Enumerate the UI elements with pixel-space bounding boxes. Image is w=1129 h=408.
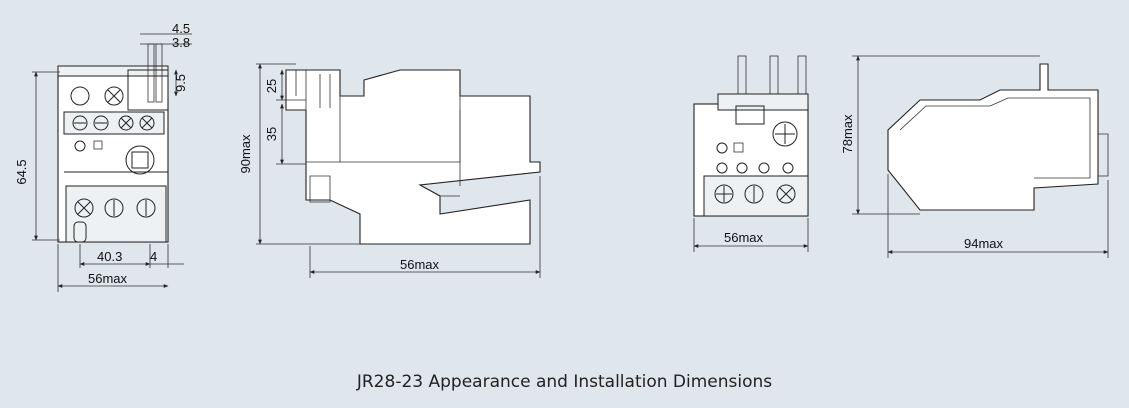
front-view-top-width-2: 3.8 bbox=[172, 35, 190, 50]
side-view-width: 56max bbox=[400, 257, 440, 272]
front-view-2-width: 56max bbox=[724, 230, 764, 245]
front-view-bottom-b: 4 bbox=[150, 249, 157, 264]
front-view-height: 64.5 bbox=[14, 159, 29, 184]
side-view-mid-height: 35 bbox=[264, 127, 279, 141]
side-view: 90max 25 35 56max bbox=[238, 63, 541, 278]
side-view-2-width: 94max bbox=[964, 236, 1004, 251]
terminal-icon bbox=[70, 86, 90, 106]
figure-caption: JR28-23 Appearance and Installation Dime… bbox=[356, 372, 773, 392]
side-view-body bbox=[285, 69, 541, 245]
front-view-bottom-a: 40.3 bbox=[97, 249, 122, 264]
side-view-top-height: 25 bbox=[264, 79, 279, 93]
front-view-top-height: 9.5 bbox=[173, 74, 188, 92]
front-view: 64.5 9.5 4.5 3.8 40.3 4 56max bbox=[14, 21, 192, 292]
front-view-2: 56max bbox=[693, 55, 809, 252]
side-view-2-height: 78max bbox=[840, 114, 855, 154]
front-view-width: 56max bbox=[88, 271, 128, 286]
side-view-2: 78max 94max bbox=[840, 55, 1109, 258]
side-view-2-body bbox=[887, 63, 1099, 211]
front-view-top-width-1: 4.5 bbox=[172, 21, 190, 36]
side-view-total-height: 90max bbox=[238, 134, 253, 174]
